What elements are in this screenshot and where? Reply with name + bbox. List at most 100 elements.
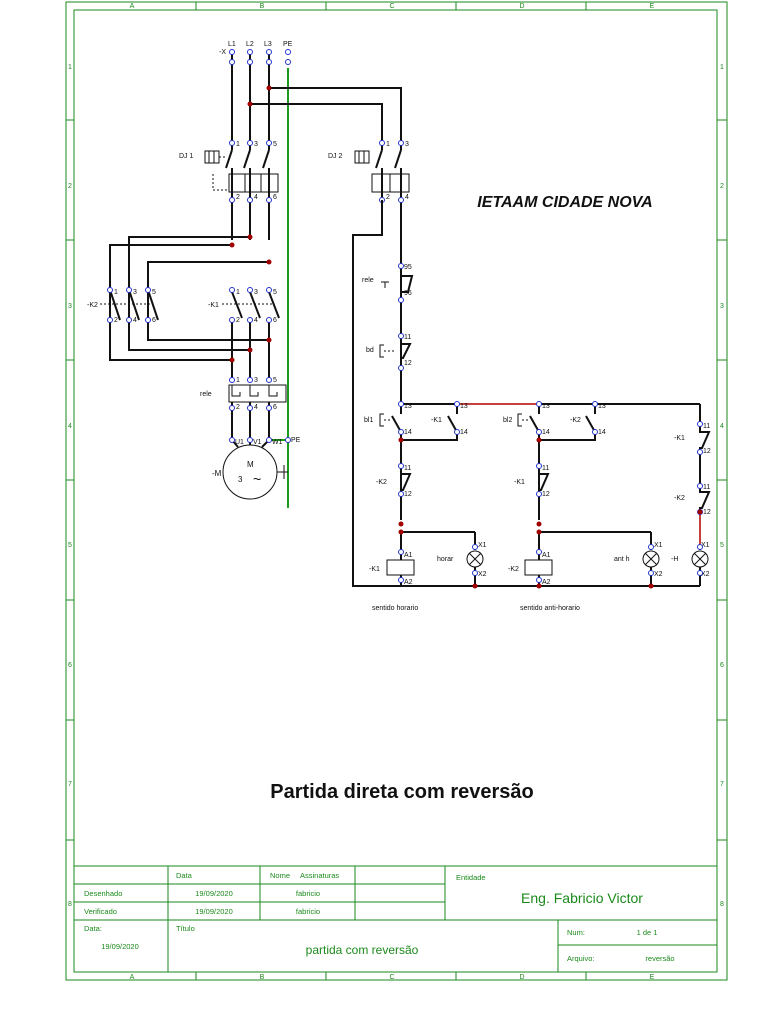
interlock-k1-term-12: 12 (542, 491, 550, 498)
power-circuit: -X L1 L2 L3 PE DJ 1 DJ 2 (87, 41, 410, 508)
col-label-b-bottom: B (260, 974, 265, 981)
tb-date-desenhado: 19/09/2020 (195, 889, 233, 898)
motor-tag: -M (212, 469, 222, 478)
bl2-label: bl2 (503, 417, 512, 424)
row-label-5-right: 5 (720, 542, 724, 549)
dj2-label: DJ 2 (328, 153, 343, 160)
tb-col-data: Data (176, 871, 193, 880)
dj2-term-4: 4 (405, 194, 409, 201)
lamp-horar-x1: X1 (478, 542, 487, 549)
tb-num-label: Num: (567, 928, 585, 937)
dj2-term-2: 2 (386, 194, 390, 201)
seal-k1-label: -K1 (431, 417, 442, 424)
k2-coil-label: -K2 (508, 566, 519, 573)
caption-sentido-anti-horario: sentido anti-horario (520, 605, 580, 612)
bl1-term-13: 13 (404, 403, 412, 410)
relay-term-5: 5 (273, 377, 277, 384)
k1-term-3: 3 (254, 289, 258, 296)
bd-term-12: 12 (404, 360, 412, 367)
row-label-3-left: 3 (68, 303, 72, 310)
k1-label: -K1 (208, 302, 219, 309)
tb-arquivo-label: Arquivo: (567, 954, 595, 963)
dj1-term-3: 3 (254, 141, 258, 148)
k1-coil-label: -K1 (369, 566, 380, 573)
motor-term-u1: U1 (235, 439, 244, 446)
tb-data-label: Data: (84, 924, 102, 933)
tb-data-value: 19/09/2020 (101, 942, 139, 951)
motor-term-w1: W1 (272, 439, 283, 446)
dj1-term-1: 1 (236, 141, 240, 148)
seal-k2-term-13: 13 (598, 403, 606, 410)
col-label-c-top: C (389, 3, 394, 10)
bl2-term-13: 13 (542, 403, 550, 410)
tb-num-value: 1 de 1 (637, 928, 658, 937)
lamp-h-x2: X2 (701, 571, 710, 578)
title-block: Data Nome Assinaturas Desenhado Verifica… (74, 865, 717, 972)
col-label-b-top: B (260, 3, 265, 10)
row-label-2-left: 2 (68, 183, 72, 190)
branch3-k2-term-12: 12 (703, 509, 711, 516)
tb-col-nome: Nome (270, 871, 290, 880)
bd-term-11: 11 (404, 334, 411, 341)
k2-term-5: 5 (152, 289, 156, 296)
interlock-k1-label: -K1 (514, 479, 525, 486)
row-label-4-right: 4 (720, 423, 724, 430)
seal-k2-term-14: 14 (598, 429, 606, 436)
relay-term-95: 95 (404, 264, 412, 271)
row-label-7-left: 7 (68, 781, 72, 788)
k2-term-3: 3 (133, 289, 137, 296)
k1-term-2: 2 (236, 317, 240, 324)
interlock-k2-label: -K2 (376, 479, 387, 486)
k1-term-6: 6 (273, 317, 277, 324)
interlock-k1-term-11: 11 (542, 465, 549, 472)
k2-label: -K2 (87, 302, 98, 309)
row-label-5-left: 5 (68, 542, 72, 549)
phase-l2-label: L2 (246, 41, 254, 48)
row-label-7-right: 7 (720, 781, 724, 788)
org-heading: IETAAM CIDADE NOVA (477, 194, 652, 211)
interlock-k2-term-12: 12 (404, 491, 412, 498)
tb-name-verificado: fabricio (296, 907, 320, 916)
motor-term-pe: PE (291, 437, 301, 444)
k1-coil (386, 559, 415, 576)
motor-m-label: M (247, 460, 254, 469)
row-label-1-left: 1 (68, 64, 72, 71)
tb-desenhado: Desenhado (84, 889, 122, 898)
row-label-6-right: 6 (720, 662, 724, 669)
k1-term-1: 1 (236, 289, 240, 296)
phase-l3-label: L3 (264, 41, 272, 48)
lamp-h-x1: X1 (701, 542, 710, 549)
bl2-term-14: 14 (542, 429, 550, 436)
tb-titulo: partida com reversão (306, 943, 419, 957)
lamp-horar-x2: X2 (478, 571, 487, 578)
tb-arquivo-value: reversão (645, 954, 674, 963)
bd-label: bd (366, 347, 374, 354)
k2-coil-a2: A2 (542, 579, 551, 586)
col-label-e-top: E (650, 3, 655, 10)
tb-name-desenhado: fabricio (296, 889, 320, 898)
branch3-k2-label: -K2 (674, 495, 685, 502)
lamp-horar-label: horar (437, 556, 454, 563)
dj1-term-4: 4 (254, 194, 258, 201)
relay-term-4: 4 (254, 404, 258, 411)
motor-symbol (222, 444, 278, 500)
seal-k1-term-13: 13 (460, 403, 468, 410)
lamp-h-label: -H (671, 556, 678, 563)
dj2-term-3: 3 (405, 141, 409, 148)
branch3-k2-term-11: 11 (703, 484, 710, 491)
tb-entidade-label: Entidade (456, 873, 486, 882)
row-label-6-left: 6 (68, 662, 72, 669)
relay-term-6: 6 (273, 404, 277, 411)
motor-phase-label: 3 (238, 475, 243, 484)
branch3-k1-term-11: 11 (703, 423, 710, 430)
k1-coil-a1: A1 (404, 552, 413, 559)
motor-ac-symbol: ~ (253, 471, 261, 487)
bl1-label: bl1 (364, 417, 373, 424)
control-circuit: rele 95 96 bd 11 12 bl1 13 14 -K1 13 14 … (352, 200, 711, 612)
relay-term-2: 2 (236, 404, 240, 411)
k2-term-4: 4 (133, 317, 137, 324)
dj1-term-6: 6 (273, 194, 277, 201)
ctrl-relay-label: rele (362, 277, 374, 284)
tb-titulo-label: Título (176, 924, 195, 933)
